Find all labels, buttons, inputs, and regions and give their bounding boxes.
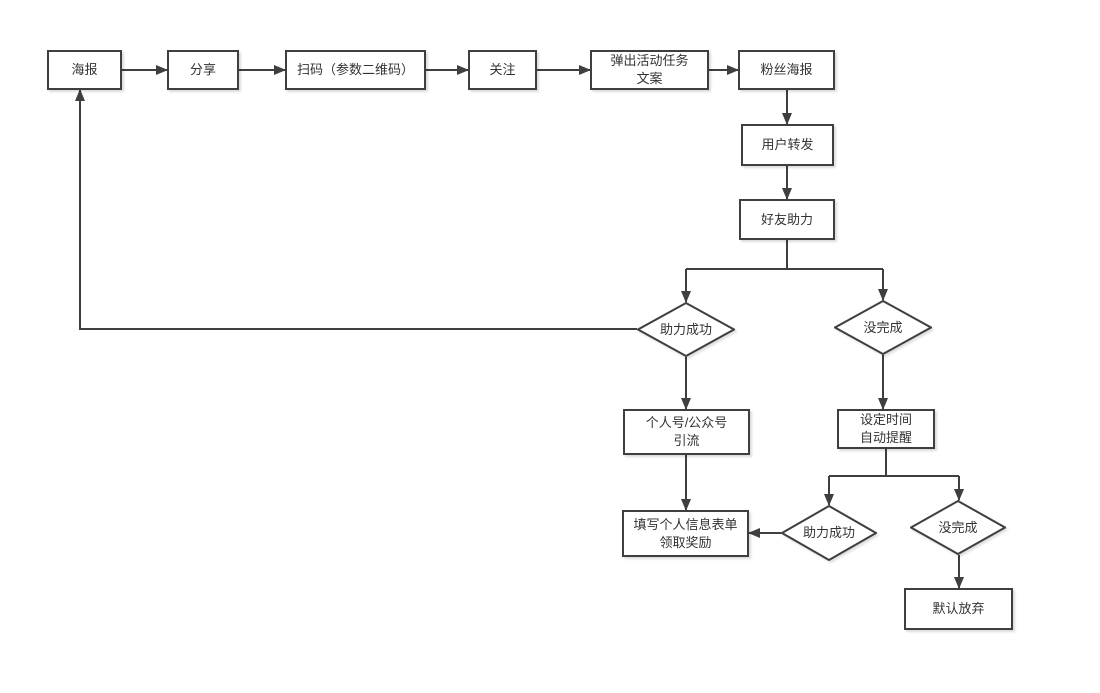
node-label-fill-info-form: 填写个人信息表单 领取奖励: [633, 516, 738, 550]
node-label-follow: 关注: [489, 62, 516, 78]
node-label-scan-qrcode: 扫码（参数二维码）: [296, 62, 414, 78]
node-popup-task-copy: 弹出活动任务 文案: [590, 50, 709, 90]
node-label-friend-assist: 好友助力: [760, 211, 813, 227]
node-share: 分享: [167, 50, 239, 90]
diamond-shape: [637, 302, 735, 357]
node-personal-account: 个人号/公众号 引流: [623, 409, 750, 455]
node-user-forward: 用户转发: [741, 124, 834, 166]
node-set-time-remind: 设定时间 自动提醒: [837, 409, 935, 449]
node-scan-qrcode: 扫码（参数二维码）: [285, 50, 426, 90]
node-follow: 关注: [468, 50, 537, 90]
node-label-share: 分享: [189, 62, 216, 78]
node-label-fan-poster: 粉丝海报: [760, 62, 813, 78]
node-assist-success-2: 助力成功: [781, 505, 877, 561]
node-fill-info-form: 填写个人信息表单 领取奖励: [622, 510, 749, 557]
node-label-default-giveup: 默认放弃: [932, 601, 985, 617]
diamond-shape: [781, 505, 877, 561]
node-label-not-complete-1: 没完成: [863, 319, 903, 335]
node-label-assist-success-1: 助力成功: [659, 321, 712, 337]
node-assist-success-1: 助力成功: [637, 302, 735, 357]
node-label-personal-account: 个人号/公众号 引流: [645, 415, 728, 448]
node-label-user-forward: 用户转发: [761, 137, 814, 153]
node-poster: 海报: [47, 50, 122, 90]
node-default-giveup: 默认放弃: [904, 588, 1013, 630]
node-label-poster: 海报: [71, 62, 98, 78]
node-friend-assist: 好友助力: [739, 199, 835, 240]
node-fan-poster: 粉丝海报: [738, 50, 835, 90]
node-label-assist-success-2: 助力成功: [802, 525, 855, 541]
node-not-complete-1: 没完成: [834, 300, 932, 355]
node-label-set-time-remind: 设定时间 自动提醒: [859, 412, 912, 445]
diamond-shape: [910, 500, 1006, 555]
diamond-shape: [834, 300, 932, 355]
node-label-not-complete-2: 没完成: [938, 519, 978, 535]
edge-success1-loopback-poster: [75, 89, 637, 330]
node-label-popup-task-copy: 弹出活动任务 文案: [610, 53, 689, 86]
node-not-complete-2: 没完成: [910, 500, 1006, 555]
